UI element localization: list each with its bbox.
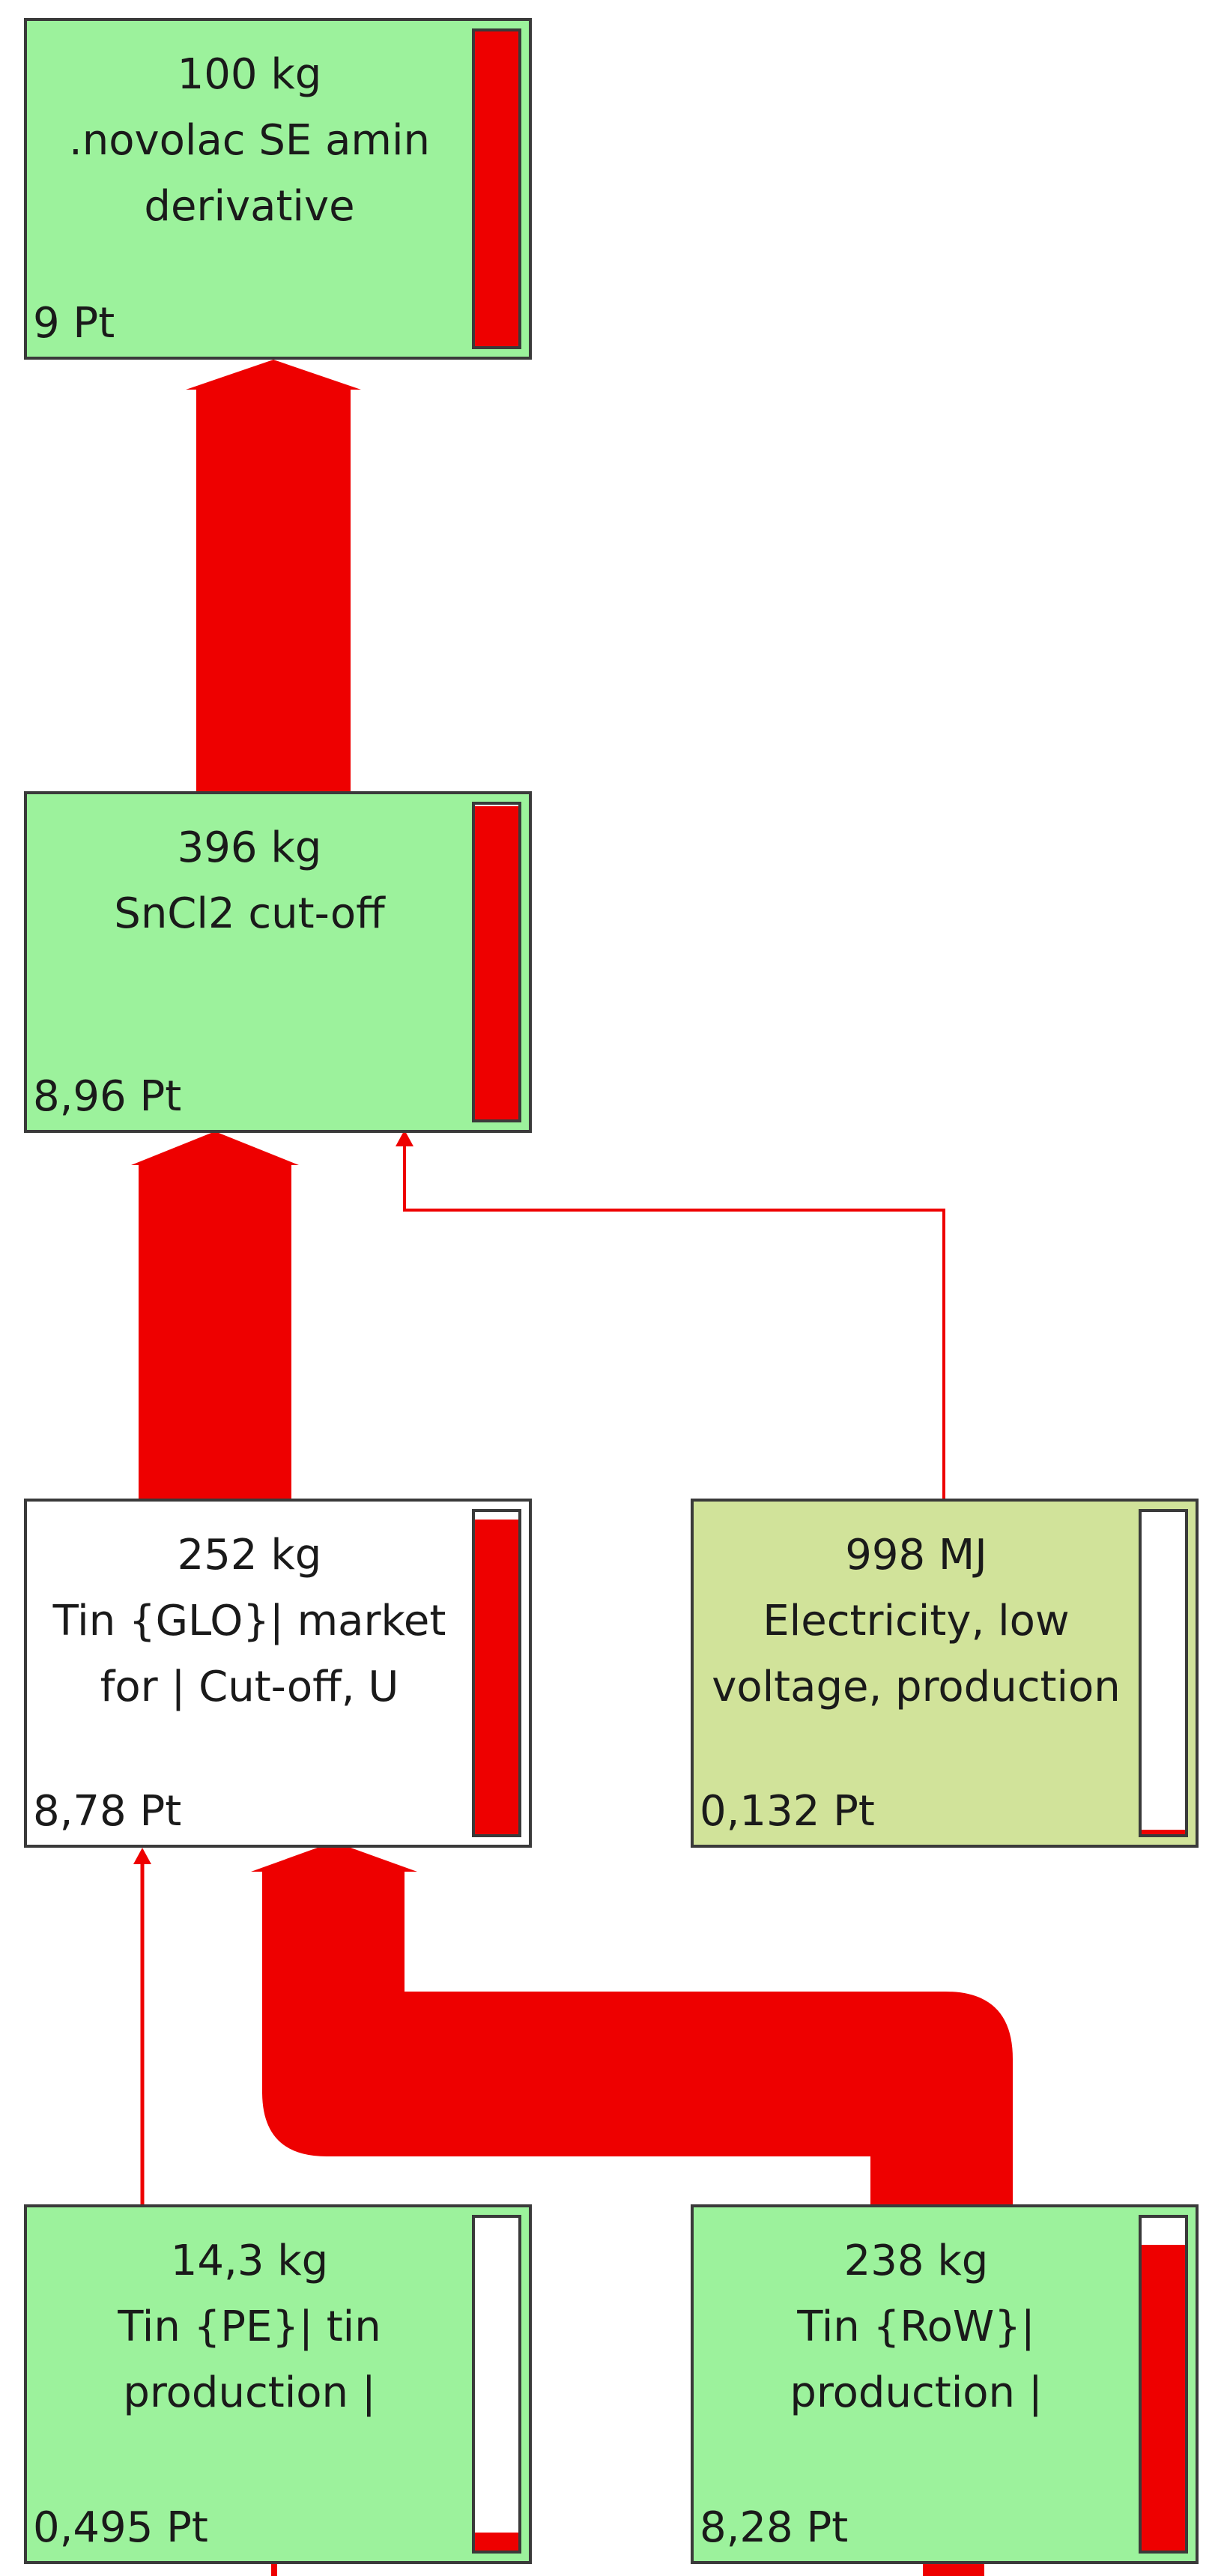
score-bar-fill — [475, 2532, 518, 2551]
node-score: 0,132 Pt — [700, 1787, 875, 1836]
score-bar-fill — [1142, 1829, 1185, 1834]
node-label: 998 MJ Electricity, low voltage, product… — [700, 1523, 1133, 1720]
flow-tinglo-to-sncl2 — [131, 1131, 299, 1502]
node-label: 238 kg Tin {RoW}| production | — [700, 2228, 1133, 2426]
node-amount: 14,3 kg — [170, 2237, 329, 2285]
node-score: 8,28 Pt — [700, 2503, 849, 2552]
node-name-line: SnCl2 cut-off — [114, 889, 385, 938]
node-score: 8,78 Pt — [33, 1787, 182, 1836]
score-bar — [472, 1509, 521, 1837]
node-name-line: for | Cut-off, U — [100, 1663, 399, 1711]
node-amount: 100 kg — [177, 50, 322, 99]
node-name-line: production | — [123, 2368, 376, 2417]
node-score: 0,495 Pt — [33, 2503, 208, 2552]
score-bar — [1139, 1509, 1188, 1837]
process-node-tin-glo[interactable]: 252 kg Tin {GLO}| market for | Cut-off, … — [24, 1499, 532, 1848]
process-node-novolac[interactable]: 100 kg .novolac SE amin derivative 9 Pt — [24, 18, 532, 360]
node-amount: 252 kg — [177, 1531, 322, 1579]
node-name-line: .novolac SE amin — [68, 116, 431, 165]
score-bar-fill — [475, 1520, 518, 1834]
node-label: 252 kg Tin {GLO}| market for | Cut-off, … — [33, 1523, 466, 1720]
node-label: 396 kg SnCl2 cut-off — [33, 815, 466, 947]
process-node-sncl2[interactable]: 396 kg SnCl2 cut-off 8,96 Pt — [24, 791, 532, 1133]
node-amount: 998 MJ — [845, 1531, 987, 1579]
flow-stub-tinpe — [271, 2563, 277, 2576]
flow-sncl2-to-novolac — [186, 360, 361, 794]
node-label: 14,3 kg Tin {PE}| tin production | — [33, 2228, 466, 2426]
node-name-line: voltage, production — [712, 1663, 1121, 1711]
score-bar-fill — [475, 31, 518, 346]
score-bar-fill — [475, 805, 518, 1119]
score-bar — [1139, 2215, 1188, 2554]
flow-electricity-arrowhead — [396, 1130, 413, 1146]
node-name-line: production | — [790, 2368, 1043, 2417]
node-name-line: derivative — [144, 182, 355, 231]
node-name-line: Electricity, low — [763, 1597, 1070, 1645]
node-amount: 238 kg — [843, 2237, 989, 2285]
node-score: 8,96 Pt — [33, 1072, 182, 1121]
node-name-line: Tin {GLO}| market — [52, 1597, 446, 1645]
flow-electricity-to-sncl2 — [403, 1143, 945, 1502]
node-name-line: Tin {RoW}| — [797, 2303, 1035, 2351]
node-label: 100 kg .novolac SE amin derivative — [33, 42, 466, 240]
node-amount: 396 kg — [177, 823, 322, 872]
node-score: 9 Pt — [33, 299, 115, 348]
process-node-tin-pe[interactable]: 14,3 kg Tin {PE}| tin production | 0,495… — [24, 2204, 532, 2564]
flow-tinpe-arrowhead — [133, 1848, 151, 1864]
node-name-line: Tin {PE}| tin — [118, 2303, 381, 2351]
flow-stub-tinrow — [923, 2561, 984, 2576]
score-bar — [472, 2215, 521, 2554]
score-bar-fill — [1142, 2244, 1185, 2551]
process-node-tin-row[interactable]: 238 kg Tin {RoW}| production | 8,28 Pt — [691, 2204, 1199, 2564]
score-bar — [472, 28, 521, 349]
process-node-electricity[interactable]: 998 MJ Electricity, low voltage, product… — [691, 1499, 1199, 1848]
score-bar — [472, 802, 521, 1122]
flow-tinrow-to-tinglo — [251, 1842, 1013, 2207]
